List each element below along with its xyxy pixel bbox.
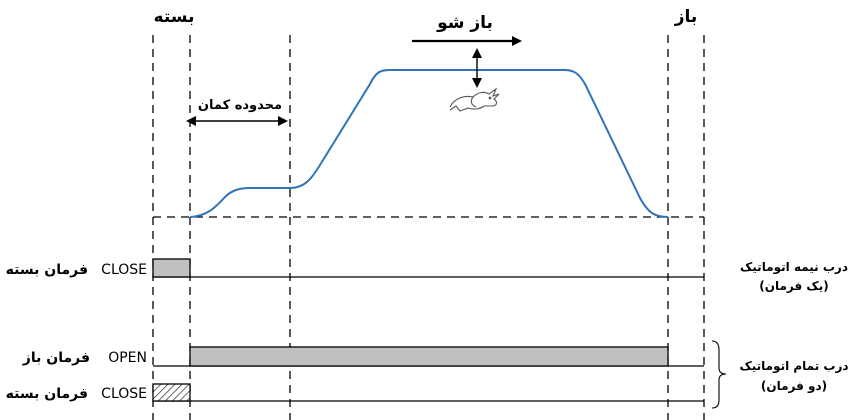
half-auto-title: درب نیمه اتوماتیک <box>740 260 848 275</box>
half-auto-close-cmd: CLOSE <box>101 262 147 278</box>
opening-label: باز شو <box>436 13 493 33</box>
half-auto-subtitle: (یک فرمان) <box>759 279 828 293</box>
full-auto-subtitle: (دو فرمان) <box>761 379 827 394</box>
door-position-curve <box>189 69 669 218</box>
full-auto-open-cmd: OPEN <box>108 350 147 366</box>
full-auto-open-fa: فرمان باز <box>22 350 90 366</box>
full-auto-close-fa: فرمان بسته <box>6 386 88 402</box>
full-auto-brace <box>711 340 727 409</box>
open-label: باز <box>674 7 698 27</box>
rabbit-icon <box>449 87 500 112</box>
full-auto-open-pulse <box>189 346 669 367</box>
half-auto-close-fa: فرمان بسته <box>6 262 88 278</box>
full-auto-title: درب تمام اتوماتیک <box>739 359 848 374</box>
closed-label: بسته <box>154 7 195 27</box>
full-auto-close-pulse <box>152 383 191 402</box>
half-auto-close-pulse <box>152 258 191 278</box>
full-auto-close-cmd: CLOSE <box>101 386 147 402</box>
arc-range-label: محدوده کمان <box>198 98 282 113</box>
